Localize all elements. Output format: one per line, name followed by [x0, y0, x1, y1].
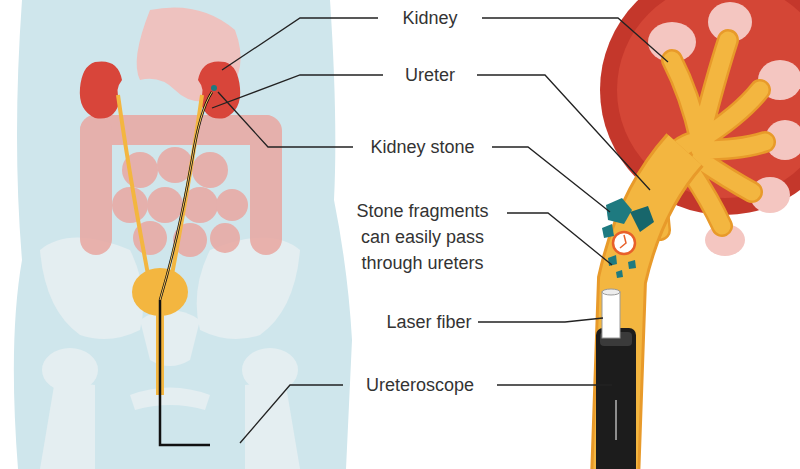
ureteroscope-highlight: [616, 400, 617, 440]
leader-line: [478, 318, 603, 322]
stone-fragment: [602, 224, 614, 238]
stone-fragment: [628, 260, 636, 269]
callout-label: Ureter: [385, 62, 475, 88]
small-intestine: [192, 152, 228, 188]
leader-line: [222, 18, 378, 70]
leader-line: [497, 384, 612, 385]
callout-label: Ureteroscope: [345, 372, 495, 398]
laser-flash: [620, 235, 626, 248]
sacrum: [140, 310, 200, 366]
pelvis-bone: [197, 238, 300, 340]
renal-pyramids: [648, 2, 800, 256]
laser-fiber-end: [602, 289, 620, 295]
femur: [40, 380, 95, 469]
stone-fragment: [608, 255, 617, 266]
ureteroscope-highlight: [160, 92, 212, 300]
large-intestine: [80, 115, 112, 255]
small-intestine: [112, 187, 148, 223]
femur: [245, 380, 300, 469]
leader-line: [492, 147, 610, 212]
leader-line: [218, 92, 353, 147]
callout-label: Kidney: [380, 5, 480, 31]
callout-label: Laser fiber: [380, 309, 478, 335]
pubic-bone: [130, 388, 210, 411]
kidney-stone: [606, 198, 632, 224]
stone-fragment: [616, 270, 623, 278]
small-intestine: [210, 223, 240, 253]
leader-line: [240, 385, 343, 443]
kidney: [80, 61, 122, 118]
laser-fiber: [602, 292, 620, 338]
leader-line: [212, 75, 383, 108]
small-intestine: [216, 189, 248, 221]
laser-flash: [613, 232, 635, 254]
leader-lines: [212, 18, 668, 443]
large-intestine: [250, 115, 282, 255]
callout-label: Stone fragments can easily pass through …: [340, 198, 505, 276]
small-intestine: [147, 187, 183, 223]
ureteroscope: [596, 328, 636, 469]
kidney-stone: [211, 85, 217, 91]
ureter: [118, 95, 150, 285]
ureteroscope-cable: [160, 92, 212, 445]
leader-line: [507, 213, 612, 265]
kidney-stone: [630, 206, 654, 232]
leader-line: [477, 75, 650, 190]
leader-line: [482, 18, 668, 62]
body-silhouette: [14, 0, 352, 469]
callout-label: Kidney stone: [355, 134, 490, 160]
